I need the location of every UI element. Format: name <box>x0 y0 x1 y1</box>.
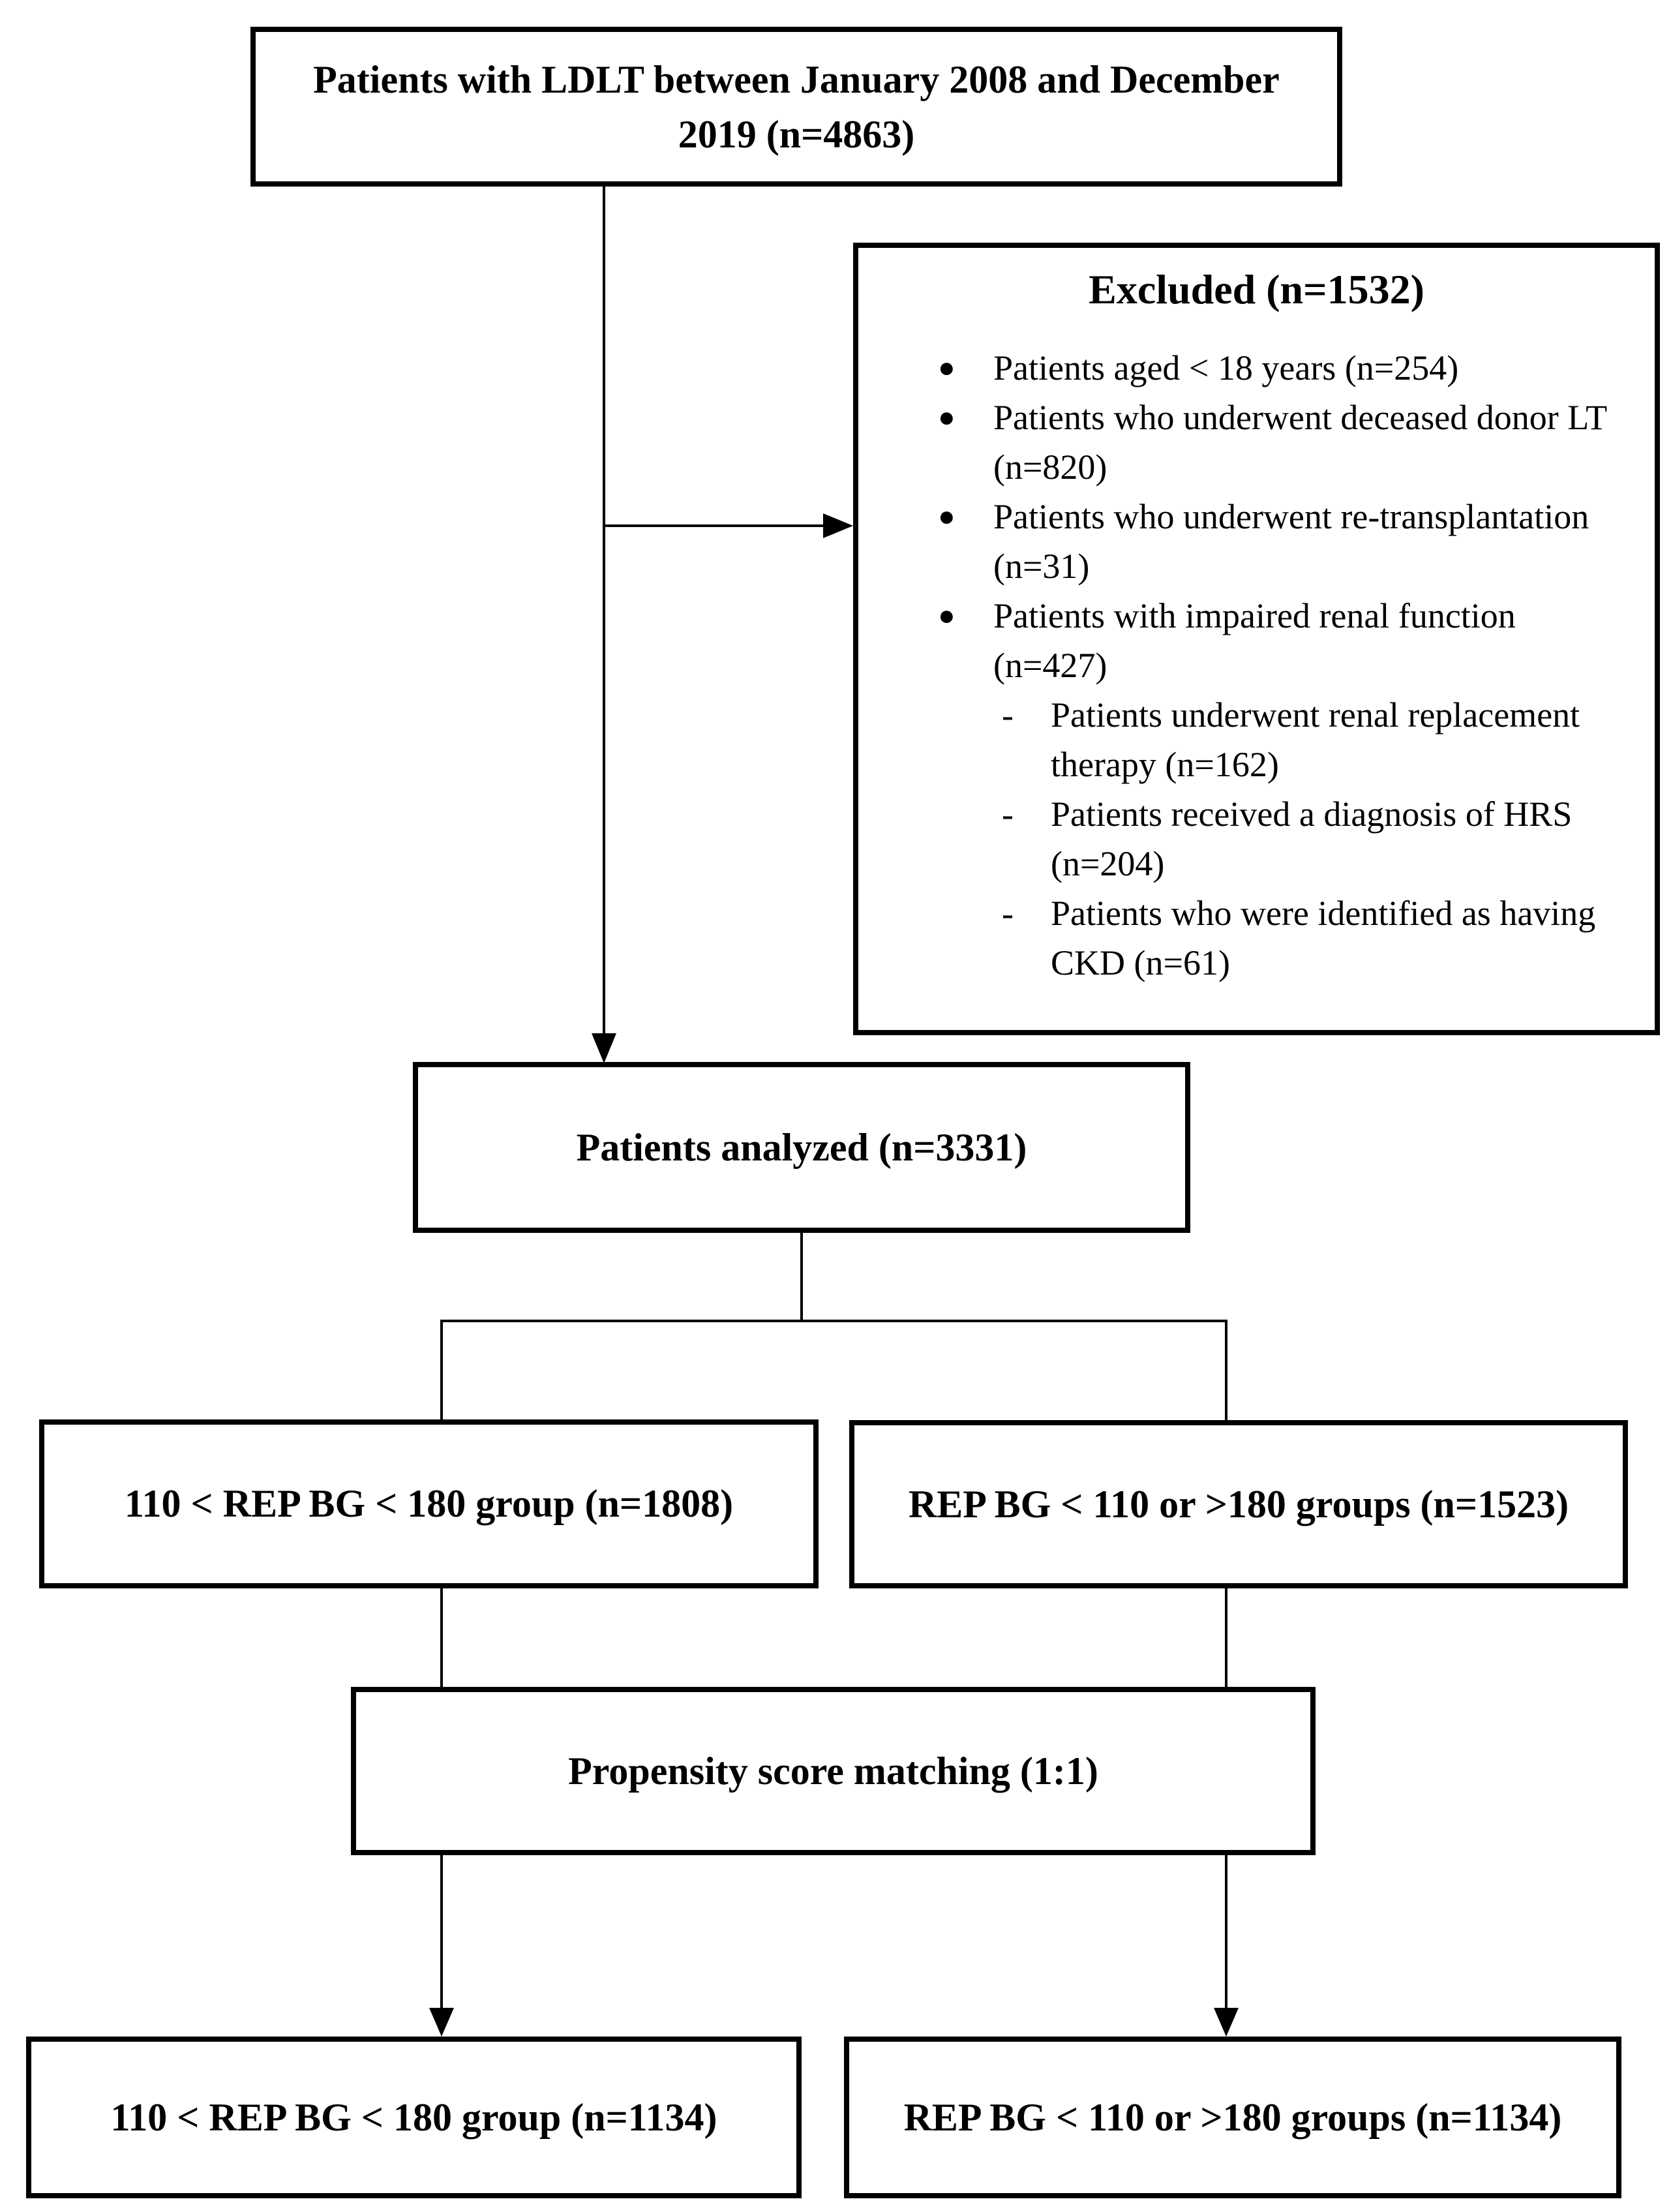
excluded-title: Excluded (n=1532) <box>1089 266 1424 312</box>
propensity-matching-label: Propensity score matching (1:1) <box>568 1749 1098 1793</box>
excluded-item-text: Patients who underwent re-transplantatio… <box>993 497 1589 586</box>
group-out-range-label: REP BG < 110 or >180 groups (n=1523) <box>908 1482 1569 1526</box>
excluded-sublist: - Patients underwent renal replacement t… <box>1002 690 1638 988</box>
excluded-item-text: Patients aged < 18 years (n=254) <box>993 348 1459 387</box>
analyzed-box: Patients analyzed (n=3331) <box>413 1062 1190 1233</box>
matched-out-range-label: REP BG < 110 or >180 groups (n=1134) <box>903 2095 1562 2139</box>
arrowhead-analyzed <box>592 1033 616 1063</box>
excluded-subitem: - Patients received a diagnosis of HRS (… <box>1002 789 1638 888</box>
dash-icon: - <box>1002 894 1014 933</box>
enrollment-label: Patients with LDLT between January 2008 … <box>313 57 1280 156</box>
matched-in-range-label: 110 < REP BG < 180 group (n=1134) <box>110 2095 717 2139</box>
bullet-icon: ● <box>938 500 956 532</box>
excluded-item-text: Patients who underwent deceased donor LT… <box>993 398 1607 487</box>
propensity-matching-box: Propensity score matching (1:1) <box>351 1687 1316 1855</box>
bullet-icon: ● <box>938 352 956 384</box>
dash-icon: - <box>1002 795 1014 834</box>
group-in-range-label: 110 < REP BG < 180 group (n=1808) <box>124 1482 734 1525</box>
group-out-range-box: REP BG < 110 or >180 groups (n=1523) <box>849 1420 1628 1588</box>
excluded-item: ● Patients with impaired renal function … <box>938 591 1638 988</box>
arrowhead-bottom-left <box>429 2008 454 2037</box>
excluded-subitem: - Patients underwent renal replacement t… <box>1002 690 1638 789</box>
excluded-list: ● Patients aged < 18 years (n=254) ● Pat… <box>858 343 1655 988</box>
matched-out-range-box: REP BG < 110 or >180 groups (n=1134) <box>844 2037 1621 2198</box>
dash-icon: - <box>1002 695 1014 735</box>
bullet-icon: ● <box>938 401 956 433</box>
excluded-item-text: Patients with impaired renal function (n… <box>993 596 1516 685</box>
excluded-subitem-text: Patients received a diagnosis of HRS (n=… <box>1051 795 1573 883</box>
excluded-item: ● Patients who underwent re-transplantat… <box>938 492 1638 591</box>
analyzed-label: Patients analyzed (n=3331) <box>576 1125 1027 1169</box>
excluded-subitem-text: Patients underwent renal replacement the… <box>1051 695 1580 784</box>
excluded-item-body: Patients with impaired renal function (n… <box>993 591 1638 988</box>
matched-in-range-box: 110 < REP BG < 180 group (n=1134) <box>26 2037 802 2198</box>
excluded-subitem: - Patients who were identified as having… <box>1002 888 1638 988</box>
bullet-icon: ● <box>938 599 956 631</box>
excluded-box: Excluded (n=1532) ● Patients aged < 18 y… <box>853 243 1660 1035</box>
enrollment-box: Patients with LDLT between January 2008 … <box>250 27 1342 187</box>
group-in-range-box: 110 < REP BG < 180 group (n=1808) <box>39 1419 819 1588</box>
excluded-subitem-text: Patients who were identified as having C… <box>1051 894 1596 982</box>
arrowhead-bottom-right <box>1214 2008 1239 2037</box>
excluded-item: ● Patients aged < 18 years (n=254) <box>938 343 1638 393</box>
arrowhead-excluded <box>823 513 853 538</box>
excluded-item: ● Patients who underwent deceased donor … <box>938 393 1638 492</box>
